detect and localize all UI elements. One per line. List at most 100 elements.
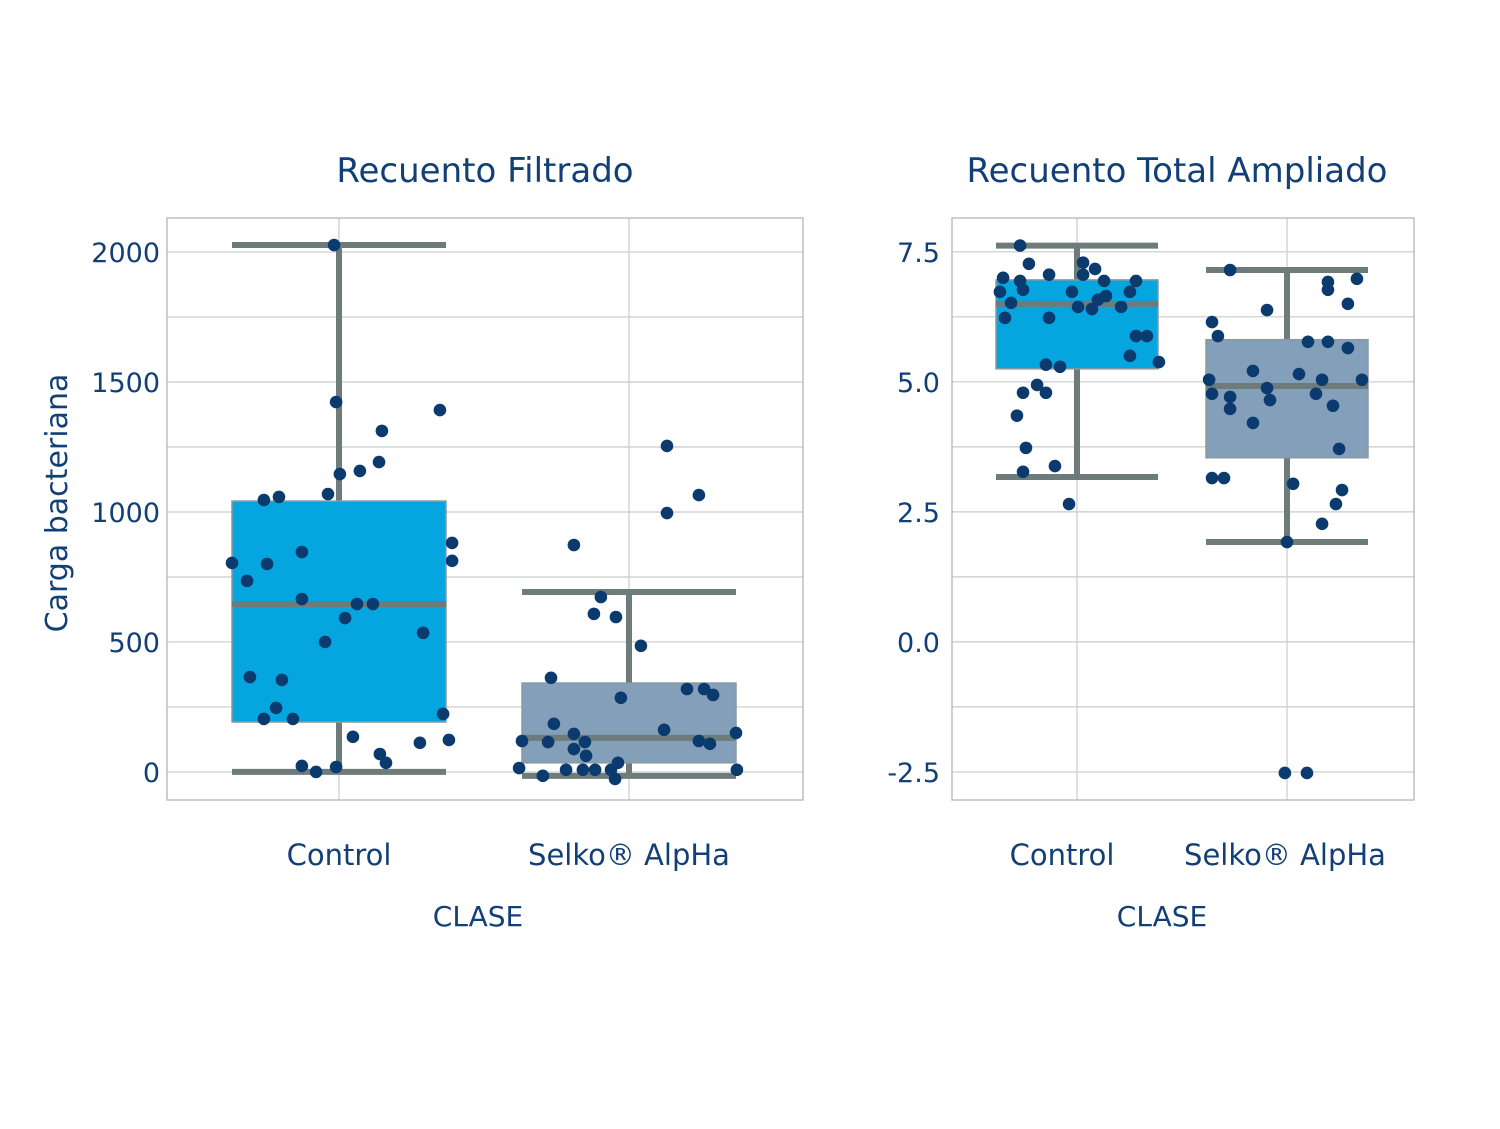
data-point (1085, 302, 1099, 316)
data-point (272, 490, 286, 504)
y-tick-label: 1500 (91, 368, 160, 399)
data-point (660, 439, 674, 453)
data-point (660, 506, 674, 520)
data-point (275, 673, 289, 687)
data-point (257, 493, 271, 507)
y-tick-label: -2.5 (887, 758, 940, 789)
data-point (697, 682, 711, 696)
data-point (1217, 471, 1231, 485)
data-point (1091, 293, 1105, 306)
data-point (269, 701, 283, 715)
data-point (1065, 285, 1079, 299)
data-point (1329, 497, 1343, 511)
y-tick-label: 5.0 (897, 368, 940, 399)
data-point (1278, 766, 1292, 780)
data-point (375, 424, 389, 438)
data-point (609, 610, 623, 624)
data-point (594, 590, 608, 604)
data-point (559, 763, 573, 777)
data-point (1309, 387, 1323, 401)
data-point (541, 735, 555, 749)
data-point (1301, 335, 1315, 349)
data-point (1053, 360, 1067, 374)
data-point (1076, 268, 1090, 281)
data-point (657, 723, 671, 737)
data-point (1260, 303, 1274, 317)
data-point (1042, 311, 1056, 325)
data-point (1013, 239, 1027, 252)
data-point (692, 488, 706, 502)
data-point (243, 670, 257, 684)
data-point (996, 271, 1010, 285)
data-point (1205, 387, 1219, 401)
data-point (1286, 477, 1300, 491)
data-point (1010, 409, 1024, 422)
y-tick-label: 1000 (91, 498, 160, 529)
y-tick-label: 7.5 (897, 238, 940, 269)
data-point (1211, 329, 1225, 343)
data-point (1202, 373, 1216, 387)
data-point (295, 759, 309, 773)
data-point (993, 285, 1007, 299)
data-point (536, 769, 550, 783)
data-point (366, 597, 380, 611)
y-tick-label: 500 (108, 628, 160, 659)
data-point (1123, 285, 1137, 299)
data-point (587, 607, 601, 621)
data-point (295, 545, 309, 559)
data-point (1350, 272, 1364, 286)
panel-recuento-total-ampliado: -2.50.02.55.07.5 Recuento Total Ampliado… (887, 151, 1415, 933)
data-point (1223, 390, 1237, 404)
data-point (1335, 483, 1349, 497)
data-point (1332, 442, 1346, 456)
data-point (1321, 335, 1335, 349)
data-point (730, 763, 744, 777)
data-point (309, 765, 323, 779)
data-point (515, 734, 529, 748)
data-point (333, 467, 347, 481)
data-point (321, 487, 335, 501)
data-point (372, 455, 386, 469)
data-point (998, 311, 1012, 325)
data-point (544, 671, 558, 685)
data-point (1223, 263, 1237, 277)
data-point (1030, 378, 1044, 392)
data-point (260, 557, 274, 571)
y-tick-label: 0 (143, 758, 160, 789)
data-point (567, 727, 581, 741)
data-point (1205, 315, 1219, 329)
data-point (547, 717, 561, 731)
data-point (1004, 296, 1018, 310)
data-point (329, 395, 343, 409)
data-point (433, 403, 447, 417)
data-point (1326, 399, 1340, 413)
data-point (1246, 416, 1260, 430)
data-point (567, 742, 581, 756)
data-point (327, 238, 341, 252)
data-point (445, 536, 459, 550)
chart-title: Recuento Total Ampliado (967, 151, 1388, 191)
chart-title: Recuento Filtrado (336, 151, 633, 191)
data-point (1076, 256, 1090, 270)
data-point (608, 772, 622, 786)
data-point (436, 707, 450, 721)
data-point (706, 688, 720, 702)
data-point (1140, 329, 1154, 343)
data-point (1071, 300, 1085, 314)
data-point (353, 464, 367, 478)
data-point (1022, 257, 1036, 271)
data-point (634, 639, 648, 653)
plot-frame (951, 217, 1415, 801)
data-point (1048, 459, 1062, 473)
data-point (338, 611, 352, 625)
data-point (1016, 465, 1030, 479)
data-point (1321, 283, 1335, 297)
data-point (703, 737, 717, 751)
category-label-control: Control (287, 838, 392, 872)
data-point (614, 691, 628, 705)
data-point (295, 592, 309, 606)
data-point (680, 682, 694, 696)
data-point (1223, 402, 1237, 416)
